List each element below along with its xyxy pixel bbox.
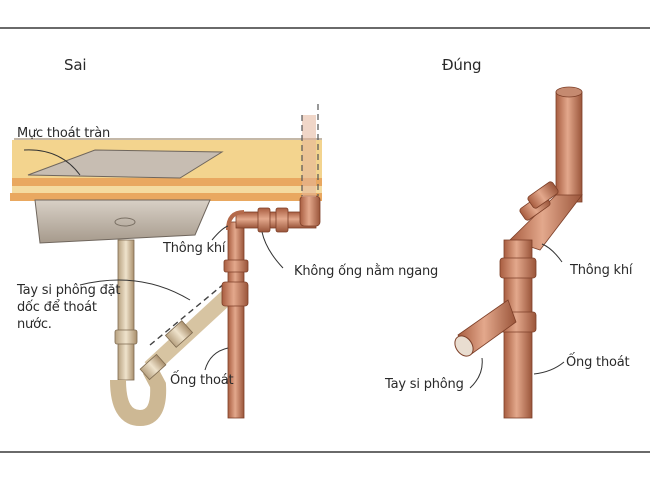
label-trap-arm-right: Tay si phông [385,377,464,392]
correct-installation-drawing [454,86,583,419]
wrong-panel-title: Sai [64,56,87,74]
top-divider [0,27,650,29]
label-drain-right: Ống thoát [566,355,630,370]
p-trap-bend [110,366,167,427]
wrong-installation-drawing [10,104,322,427]
label-vent-right: Thông khí [570,263,633,278]
label-overflow-level: Mực thoát tràn [17,126,111,141]
label-drain-wrong: Ống thoát [170,373,234,388]
vent-pipe-top [555,91,583,203]
correct-panel-title: Đúng [442,56,482,74]
bottom-divider [0,451,650,453]
sink-bowl [34,199,211,244]
label-no-horizontal: Không ống nằm ngang [294,264,439,279]
label-trap-arm-wrong: Tay si phông đặt dốc để thoát nước. [17,283,121,332]
label-vent-wrong: Thông khí [163,241,226,256]
